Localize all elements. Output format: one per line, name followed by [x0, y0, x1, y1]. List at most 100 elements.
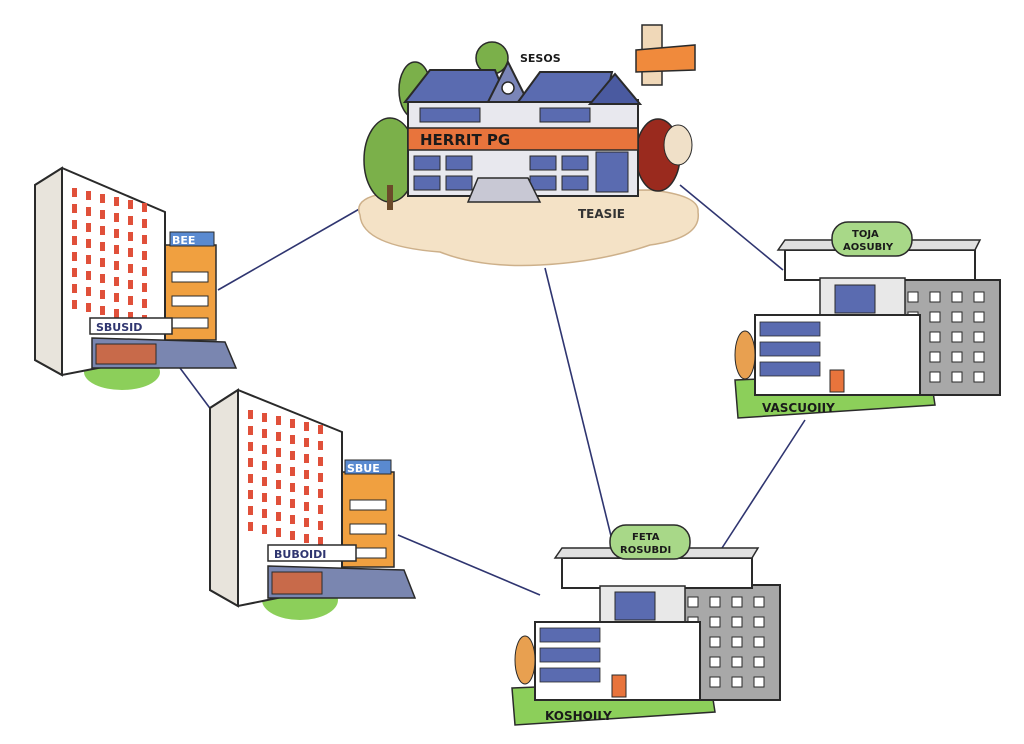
- window: [142, 219, 147, 228]
- tower-b-badge: SBUE: [347, 462, 380, 475]
- window: [142, 235, 147, 244]
- window: [290, 419, 295, 428]
- window: [86, 255, 91, 264]
- office-b-roof-sign-2: ROSUBDI: [620, 545, 671, 556]
- tower-b-lobby-sign: BUBOIDI: [274, 548, 326, 561]
- link-tower-a-campus: [217, 199, 376, 291]
- window: [731, 656, 743, 668]
- window: [709, 656, 721, 668]
- window: [753, 596, 765, 608]
- window: [709, 676, 721, 688]
- window: [276, 480, 281, 489]
- window: [100, 210, 105, 219]
- window: [318, 441, 323, 450]
- campus-ground-text: TEASIE: [578, 207, 625, 221]
- window: [128, 232, 133, 241]
- window: [72, 284, 77, 293]
- window: [973, 371, 985, 383]
- window: [318, 537, 323, 546]
- window: [128, 280, 133, 289]
- window: [929, 311, 941, 323]
- window: [304, 518, 309, 527]
- window: [248, 474, 253, 483]
- window: [248, 506, 253, 515]
- window: [276, 448, 281, 457]
- window: [114, 245, 119, 254]
- tower-a-badge: BEE: [172, 234, 195, 247]
- window: [248, 410, 253, 419]
- campus-banner: [407, 127, 639, 151]
- link-tower-a-tower-b: [179, 367, 216, 416]
- window: [318, 425, 323, 434]
- window: [72, 268, 77, 277]
- office-b: KOSHOILY FETA ROSUBDI: [511, 524, 781, 726]
- window: [731, 616, 743, 628]
- link-campus-office-b: [544, 267, 613, 541]
- window: [318, 457, 323, 466]
- window: [709, 636, 721, 648]
- window: [100, 226, 105, 235]
- window: [128, 264, 133, 273]
- window: [114, 277, 119, 286]
- window: [142, 299, 147, 308]
- link-campus-office-a: [679, 184, 784, 271]
- office-b-roof-sign-1: FETA: [632, 532, 660, 543]
- window: [929, 371, 941, 383]
- window: [114, 197, 119, 206]
- window: [262, 461, 267, 470]
- window: [753, 636, 765, 648]
- tower-b: SBUE BUBOIDI: [209, 388, 417, 620]
- window: [114, 309, 119, 318]
- window: [304, 486, 309, 495]
- window: [304, 422, 309, 431]
- window: [100, 242, 105, 251]
- window: [304, 454, 309, 463]
- window: [262, 413, 267, 422]
- window: [318, 489, 323, 498]
- tower-a: BEE SBUSID: [34, 166, 238, 390]
- window: [262, 477, 267, 486]
- window: [128, 248, 133, 257]
- window: [248, 458, 253, 467]
- window: [276, 528, 281, 537]
- window: [951, 371, 963, 383]
- window: [951, 351, 963, 363]
- window: [709, 596, 721, 608]
- window: [731, 596, 743, 608]
- window: [753, 616, 765, 628]
- window: [100, 290, 105, 299]
- window: [276, 464, 281, 473]
- window: [86, 239, 91, 248]
- window: [86, 191, 91, 200]
- window: [709, 616, 721, 628]
- window: [142, 283, 147, 292]
- window: [86, 287, 91, 296]
- window: [304, 470, 309, 479]
- window: [100, 258, 105, 267]
- window: [114, 293, 119, 302]
- office-a-roof-sign-2: AOSUBIY: [843, 242, 894, 253]
- window: [907, 291, 919, 303]
- office-a-base-sign: VASCUOIIY: [762, 401, 835, 415]
- window: [128, 296, 133, 305]
- window: [100, 194, 105, 203]
- window: [753, 656, 765, 668]
- office-a: VASCUOIIY TOJA AOSUBIY: [734, 221, 1001, 419]
- link-tower-b-office-b: [397, 534, 541, 596]
- window: [973, 311, 985, 323]
- tower-a-lobby-sign: SBUSID: [96, 321, 142, 334]
- window: [318, 521, 323, 530]
- window: [276, 432, 281, 441]
- window: [929, 291, 941, 303]
- window: [290, 483, 295, 492]
- office-b-base-sign: KOSHOILY: [545, 709, 612, 723]
- window: [262, 525, 267, 534]
- window: [973, 291, 985, 303]
- campus-banner-text: HERRIT PG: [420, 131, 510, 149]
- window: [290, 451, 295, 460]
- window: [72, 188, 77, 197]
- window: [731, 676, 743, 688]
- window: [128, 200, 133, 209]
- window: [248, 522, 253, 531]
